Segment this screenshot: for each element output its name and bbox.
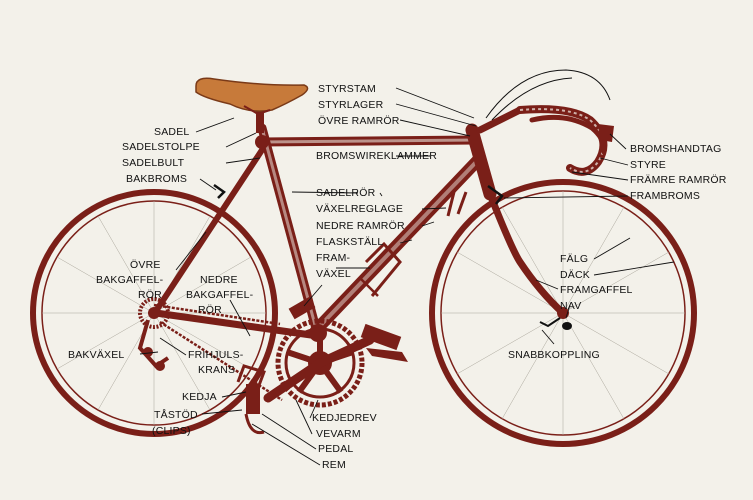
label-dack: DÄCK xyxy=(560,269,590,281)
down-tube xyxy=(312,154,484,334)
label-ovre-bakgaffelror-line1: ÖVRE xyxy=(130,259,161,271)
brake-lever xyxy=(598,124,614,142)
label-kedja: KEDJA xyxy=(182,391,217,403)
label-vevarm: VEVARM xyxy=(316,428,361,440)
label-kedjedrev: KEDJEDREV xyxy=(312,412,377,424)
toe-clip-right xyxy=(366,348,408,362)
brake-hood xyxy=(529,114,607,155)
freewheel xyxy=(138,297,170,329)
pedal-left xyxy=(236,364,266,435)
head-tube xyxy=(465,123,497,201)
seat-stay xyxy=(153,147,265,314)
label-styre: STYRE xyxy=(630,159,666,171)
leader-lines xyxy=(139,87,675,466)
label-snabbkoppling: SNABBKOPPLING xyxy=(508,349,600,361)
label-nedre-ramror: NEDRE RAMRÖR xyxy=(316,220,405,232)
label-tastod-line2: (CLIPS) xyxy=(152,425,191,437)
label-vaxelreglage: VÄXELREGLAGE xyxy=(316,203,403,215)
rear-brake-caliper xyxy=(213,183,226,199)
label-bakvaxel: BAKVÄXEL xyxy=(68,349,124,361)
label-framgaffel: FRAMGAFFEL xyxy=(560,284,633,296)
quick-release-lever xyxy=(539,317,561,328)
label-nedre-bakgaffelror-line1: NEDRE xyxy=(200,274,238,286)
shift-levers xyxy=(446,191,468,217)
label-ovre-ramror: ÖVRE RAMRÖR xyxy=(318,115,400,127)
rear-wheel xyxy=(30,189,278,437)
label-nav: NAV xyxy=(560,300,581,312)
label-pedal: PEDAL xyxy=(318,443,353,455)
label-sadelstolpe: SADELSTOLPE xyxy=(122,141,200,153)
pedal-right xyxy=(360,323,402,351)
label-styrlager: STYRLAGER xyxy=(318,99,384,111)
label-framvaxel-line1: FRAM- xyxy=(316,252,351,264)
label-bromshandtag: BROMSHANDTAG xyxy=(630,143,721,155)
front-derailleur xyxy=(288,296,316,320)
handlebar xyxy=(476,69,614,176)
front-spokes xyxy=(441,191,685,435)
front-wheel xyxy=(429,179,697,447)
label-flaskstall: FLASKSTÄLL xyxy=(316,236,383,248)
label-ovre-bakgaffelror-line3: RÖR xyxy=(138,289,162,301)
bottle-cage xyxy=(359,241,402,297)
label-framre-ramror: FRÄMRE RAMRÖR xyxy=(630,174,727,186)
label-sadelror: SADELRÖR xyxy=(316,187,376,199)
brake-cable xyxy=(485,69,611,119)
chain xyxy=(153,303,283,402)
stem xyxy=(476,106,524,134)
label-styrstam: STYRSTAM xyxy=(318,83,376,95)
rear-spokes xyxy=(42,201,266,425)
label-sadelbult: SADELBULT xyxy=(122,157,185,169)
crank-arm-right xyxy=(315,335,375,368)
label-bakbroms: BAKBROMS xyxy=(126,173,187,185)
label-rem: REM xyxy=(322,459,346,471)
saddle xyxy=(195,77,309,133)
label-ovre-bakgaffelror-line2: BAKGAFFEL- xyxy=(96,274,164,286)
labels: STYRSTAM STYRLAGER ÖVRE RAMRÖR BROMSHAND… xyxy=(68,83,727,471)
label-falg: FÄLG xyxy=(560,253,588,265)
label-tastod-line1: TÅSTÖD xyxy=(154,408,198,421)
label-framvaxel-line2: VÄXEL xyxy=(316,268,351,280)
label-frihjulskrans-line2: KRANS xyxy=(198,364,235,376)
label-nedre-bakgaffelror-line3: RÖR xyxy=(198,304,222,316)
label-frihjulskrans-line1: FRIHJULS- xyxy=(188,349,244,361)
crank-arm-left xyxy=(263,358,325,403)
label-frambroms: FRAMBROMS xyxy=(630,190,700,202)
fork xyxy=(486,190,567,317)
label-nedre-bakgaffelror-line2: BAKGAFFEL- xyxy=(186,289,254,301)
label-sadel: SADEL xyxy=(154,126,189,138)
front-brake-caliper xyxy=(487,184,504,205)
quick-release-nut xyxy=(562,322,572,330)
label-bromswireklammer: BROMSWIREKLAMMER xyxy=(316,150,437,162)
